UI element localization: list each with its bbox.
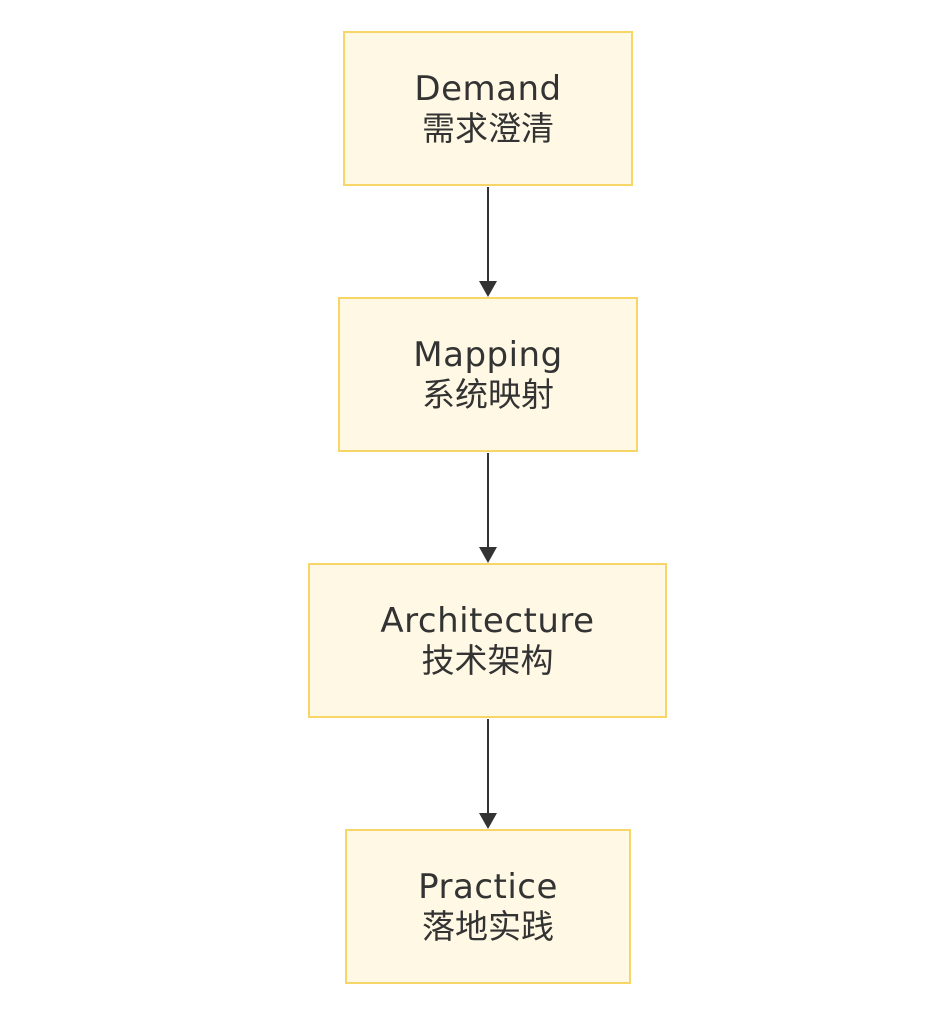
node-demand-subtitle: 需求澄清 (422, 108, 554, 148)
node-demand: Demand 需求澄清 (343, 31, 633, 186)
node-practice-subtitle: 落地实践 (422, 906, 554, 946)
node-architecture: Architecture 技术架构 (308, 563, 667, 718)
node-demand-title: Demand (414, 68, 562, 109)
node-mapping: Mapping 系统映射 (338, 297, 638, 452)
node-practice-title: Practice (418, 866, 558, 907)
node-mapping-subtitle: 系统映射 (422, 374, 554, 414)
arrowhead-demand-to-mapping (479, 281, 497, 297)
node-architecture-title: Architecture (380, 600, 595, 641)
node-mapping-title: Mapping (413, 334, 563, 375)
node-architecture-subtitle: 技术架构 (421, 640, 554, 680)
arrowhead-mapping-to-architecture (479, 547, 497, 563)
arrowhead-architecture-to-practice (479, 813, 497, 829)
node-practice: Practice 落地实践 (345, 829, 631, 984)
